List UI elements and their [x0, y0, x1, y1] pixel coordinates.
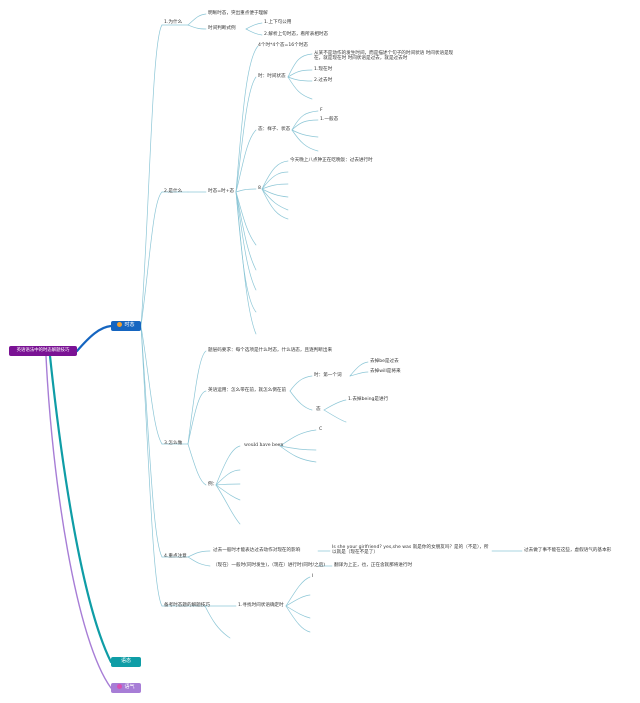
why-item-b2[interactable]: 2.解析上句时态，看所表相时态 [264, 32, 329, 37]
section-how[interactable]: 3.怎么做 [164, 441, 183, 446]
exam-a0[interactable]: I [312, 574, 314, 579]
how-c1[interactable]: would have been [244, 443, 284, 448]
emoji-badge-icon [117, 322, 123, 327]
section-attention[interactable]: 4.重点注意 [164, 554, 187, 559]
exam-a[interactable]: 1.寻找时间状语确定时 [238, 603, 284, 608]
main-node-label: 语态 [120, 658, 131, 664]
main-node-yutai[interactable]: 语态 [111, 657, 141, 667]
what-tai[interactable]: 态：样子、状态 [258, 127, 291, 132]
how-b-shi1[interactable]: 去掉be是过去 [370, 359, 399, 364]
what-formula[interactable]: 时态=时+态 [208, 189, 235, 194]
attention-b[interactable]: （现在）一般时(同时发生)，（现在）进行时(同时/之后) [213, 563, 326, 568]
branch-root-to-yuqi [45, 355, 112, 689]
attention-a2[interactable]: 过去做了事不能在这些，虚假语气的基本形 [524, 548, 612, 553]
what-shi-i2[interactable]: 2.过去时 [314, 78, 333, 83]
section-why[interactable]: 1.为什么 [164, 20, 183, 25]
what-shi-desc[interactable]: 从某不是动作的发生时间，而是描述个句子的时间状语 时间状语是现在，就是现在时 时… [314, 51, 454, 62]
link-shitai-why [140, 24, 163, 327]
attention-a[interactable]: 过去一般时才能表达过去动作对现在的影响 [213, 548, 301, 553]
main-node-label: 语气 [124, 684, 135, 690]
attention-a1[interactable]: Is she your girlfriend? yes,she was 就是你的… [332, 545, 489, 556]
link-shitai-exam [140, 325, 163, 607]
how-b-shi2[interactable]: 去掉will是将来 [370, 369, 401, 374]
why-item-b[interactable]: 时间判断式例 [208, 26, 236, 31]
what-shi[interactable]: 时：时间状态 [258, 74, 286, 79]
how-b[interactable]: 英语运用：怎么带在前，就怎么倒在前 [208, 388, 287, 393]
flower-icon [117, 684, 123, 689]
why-item-a[interactable]: 明晰时态，突出重点便于理解 [208, 11, 268, 16]
how-b-shi[interactable]: 时：第一个词 [314, 373, 342, 378]
how-c0[interactable]: C [319, 427, 323, 432]
what-ex-text[interactable]: 今天晚上八点钟正在吃晚饭：过去进行时 [290, 158, 373, 163]
branch-root-to-yutai [48, 354, 113, 664]
link-shitai-what [140, 191, 163, 327]
branch-root-to-shitai [75, 324, 113, 353]
main-node-label: 时态 [124, 322, 135, 328]
link-shitai-attention [140, 325, 163, 558]
section-what[interactable]: 2.是什么 [164, 189, 183, 194]
what-count[interactable]: 4个时*4个态=16个时态 [258, 43, 308, 48]
main-node-yuqi[interactable]: 语气 [111, 683, 141, 693]
what-shi-i1[interactable]: 1.现在时 [314, 67, 333, 72]
what-tai-i1[interactable]: 1.一般态 [320, 117, 339, 122]
root-node[interactable]: 英语语法中的时态解题技巧 [9, 346, 77, 356]
what-ex[interactable]: 8 [258, 186, 261, 191]
main-node-shitai[interactable]: 时态 [111, 321, 141, 331]
attention-b1[interactable]: 翻译为上正，也，正在含就那将进行时 [334, 563, 413, 568]
how-b-tai1[interactable]: 1.去掉being是进行 [348, 397, 389, 402]
how-a[interactable]: 题层码要求：每个选项是什么时态，什么语态，且逐判断出来 [208, 348, 333, 353]
section-exam[interactable]: 备考时态题的解题技巧 [164, 603, 210, 608]
link-shitai-how [140, 325, 163, 445]
why-item-b1[interactable]: 1.上下句公用 [264, 20, 292, 25]
how-c[interactable]: 例： [208, 482, 218, 487]
what-tai-i0[interactable]: F [320, 108, 323, 113]
how-b-tai[interactable]: 态 [316, 407, 321, 412]
